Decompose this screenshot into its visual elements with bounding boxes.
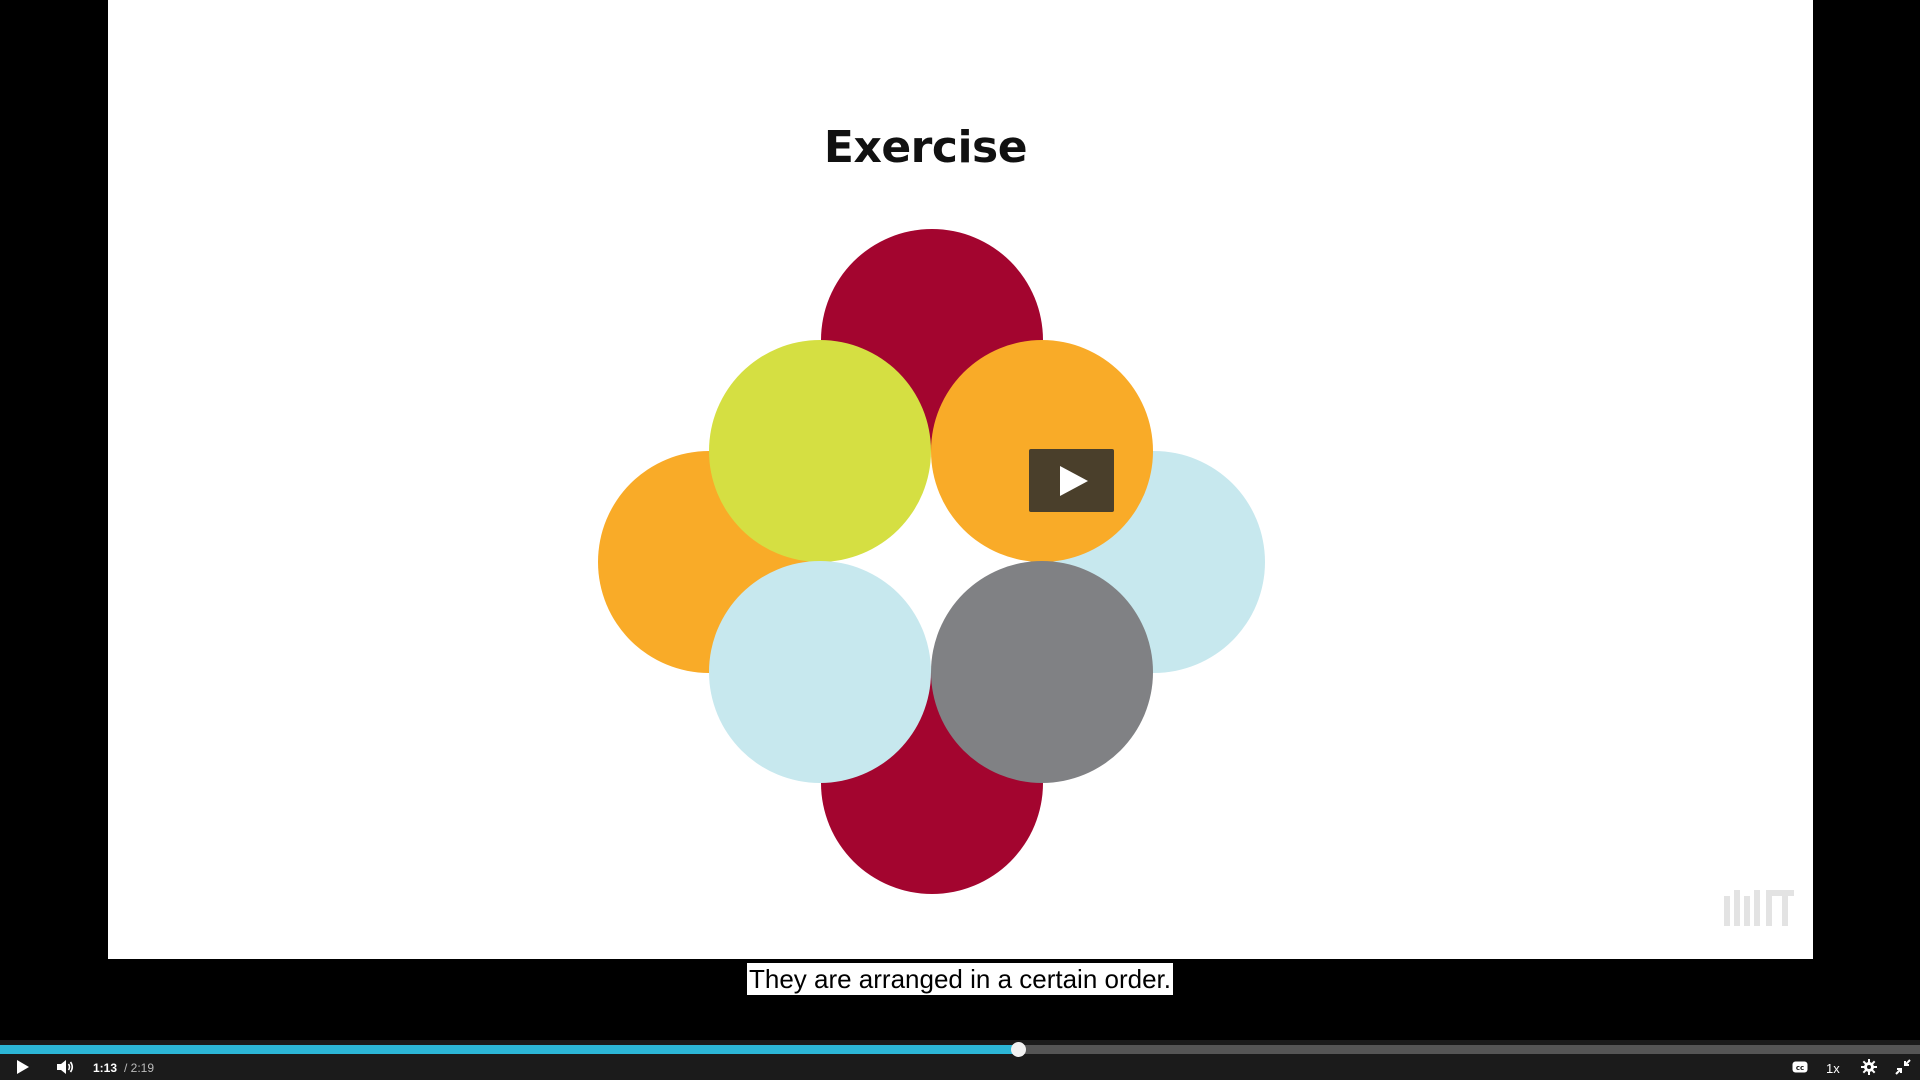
progress-bar[interactable] [0,1042,1920,1057]
captions-button[interactable]: cc [1789,1054,1811,1080]
progress-fill [0,1045,1018,1054]
play-icon [17,1060,29,1074]
mit-xpro-logo: xPRO [1724,890,1794,926]
current-time: 1:13 [93,1061,118,1075]
control-bar: 1:13 / 2:19 cc 1x [0,1040,1920,1080]
circle-upper-left-lime [709,340,931,562]
playback-speed-button[interactable]: 1x [1826,1061,1840,1076]
caption-box: They are arranged in a certain order. [0,963,1920,995]
total-time: / 2:19 [124,1061,155,1075]
progress-handle[interactable] [1010,1042,1026,1057]
volume-button[interactable] [52,1054,78,1080]
video-frame[interactable]: Exercise [108,0,1813,959]
caption-text: They are arranged in a certain order. [746,963,1174,995]
circle-diagram [598,229,1265,894]
play-button[interactable] [10,1054,36,1080]
gear-icon [1861,1059,1877,1075]
exit-fullscreen-icon [1895,1059,1911,1075]
volume-icon [57,1060,74,1074]
circle-lower-right-gray [931,561,1153,783]
svg-text:cc: cc [1796,1064,1804,1072]
circle-lower-left-lightblue [709,561,931,783]
play-icon [1060,466,1088,496]
settings-button[interactable] [1858,1054,1880,1080]
big-play-button[interactable] [1029,449,1114,512]
slide-title: Exercise [823,122,1028,173]
fullscreen-button[interactable] [1892,1054,1914,1080]
closed-captions-icon: cc [1792,1061,1808,1073]
